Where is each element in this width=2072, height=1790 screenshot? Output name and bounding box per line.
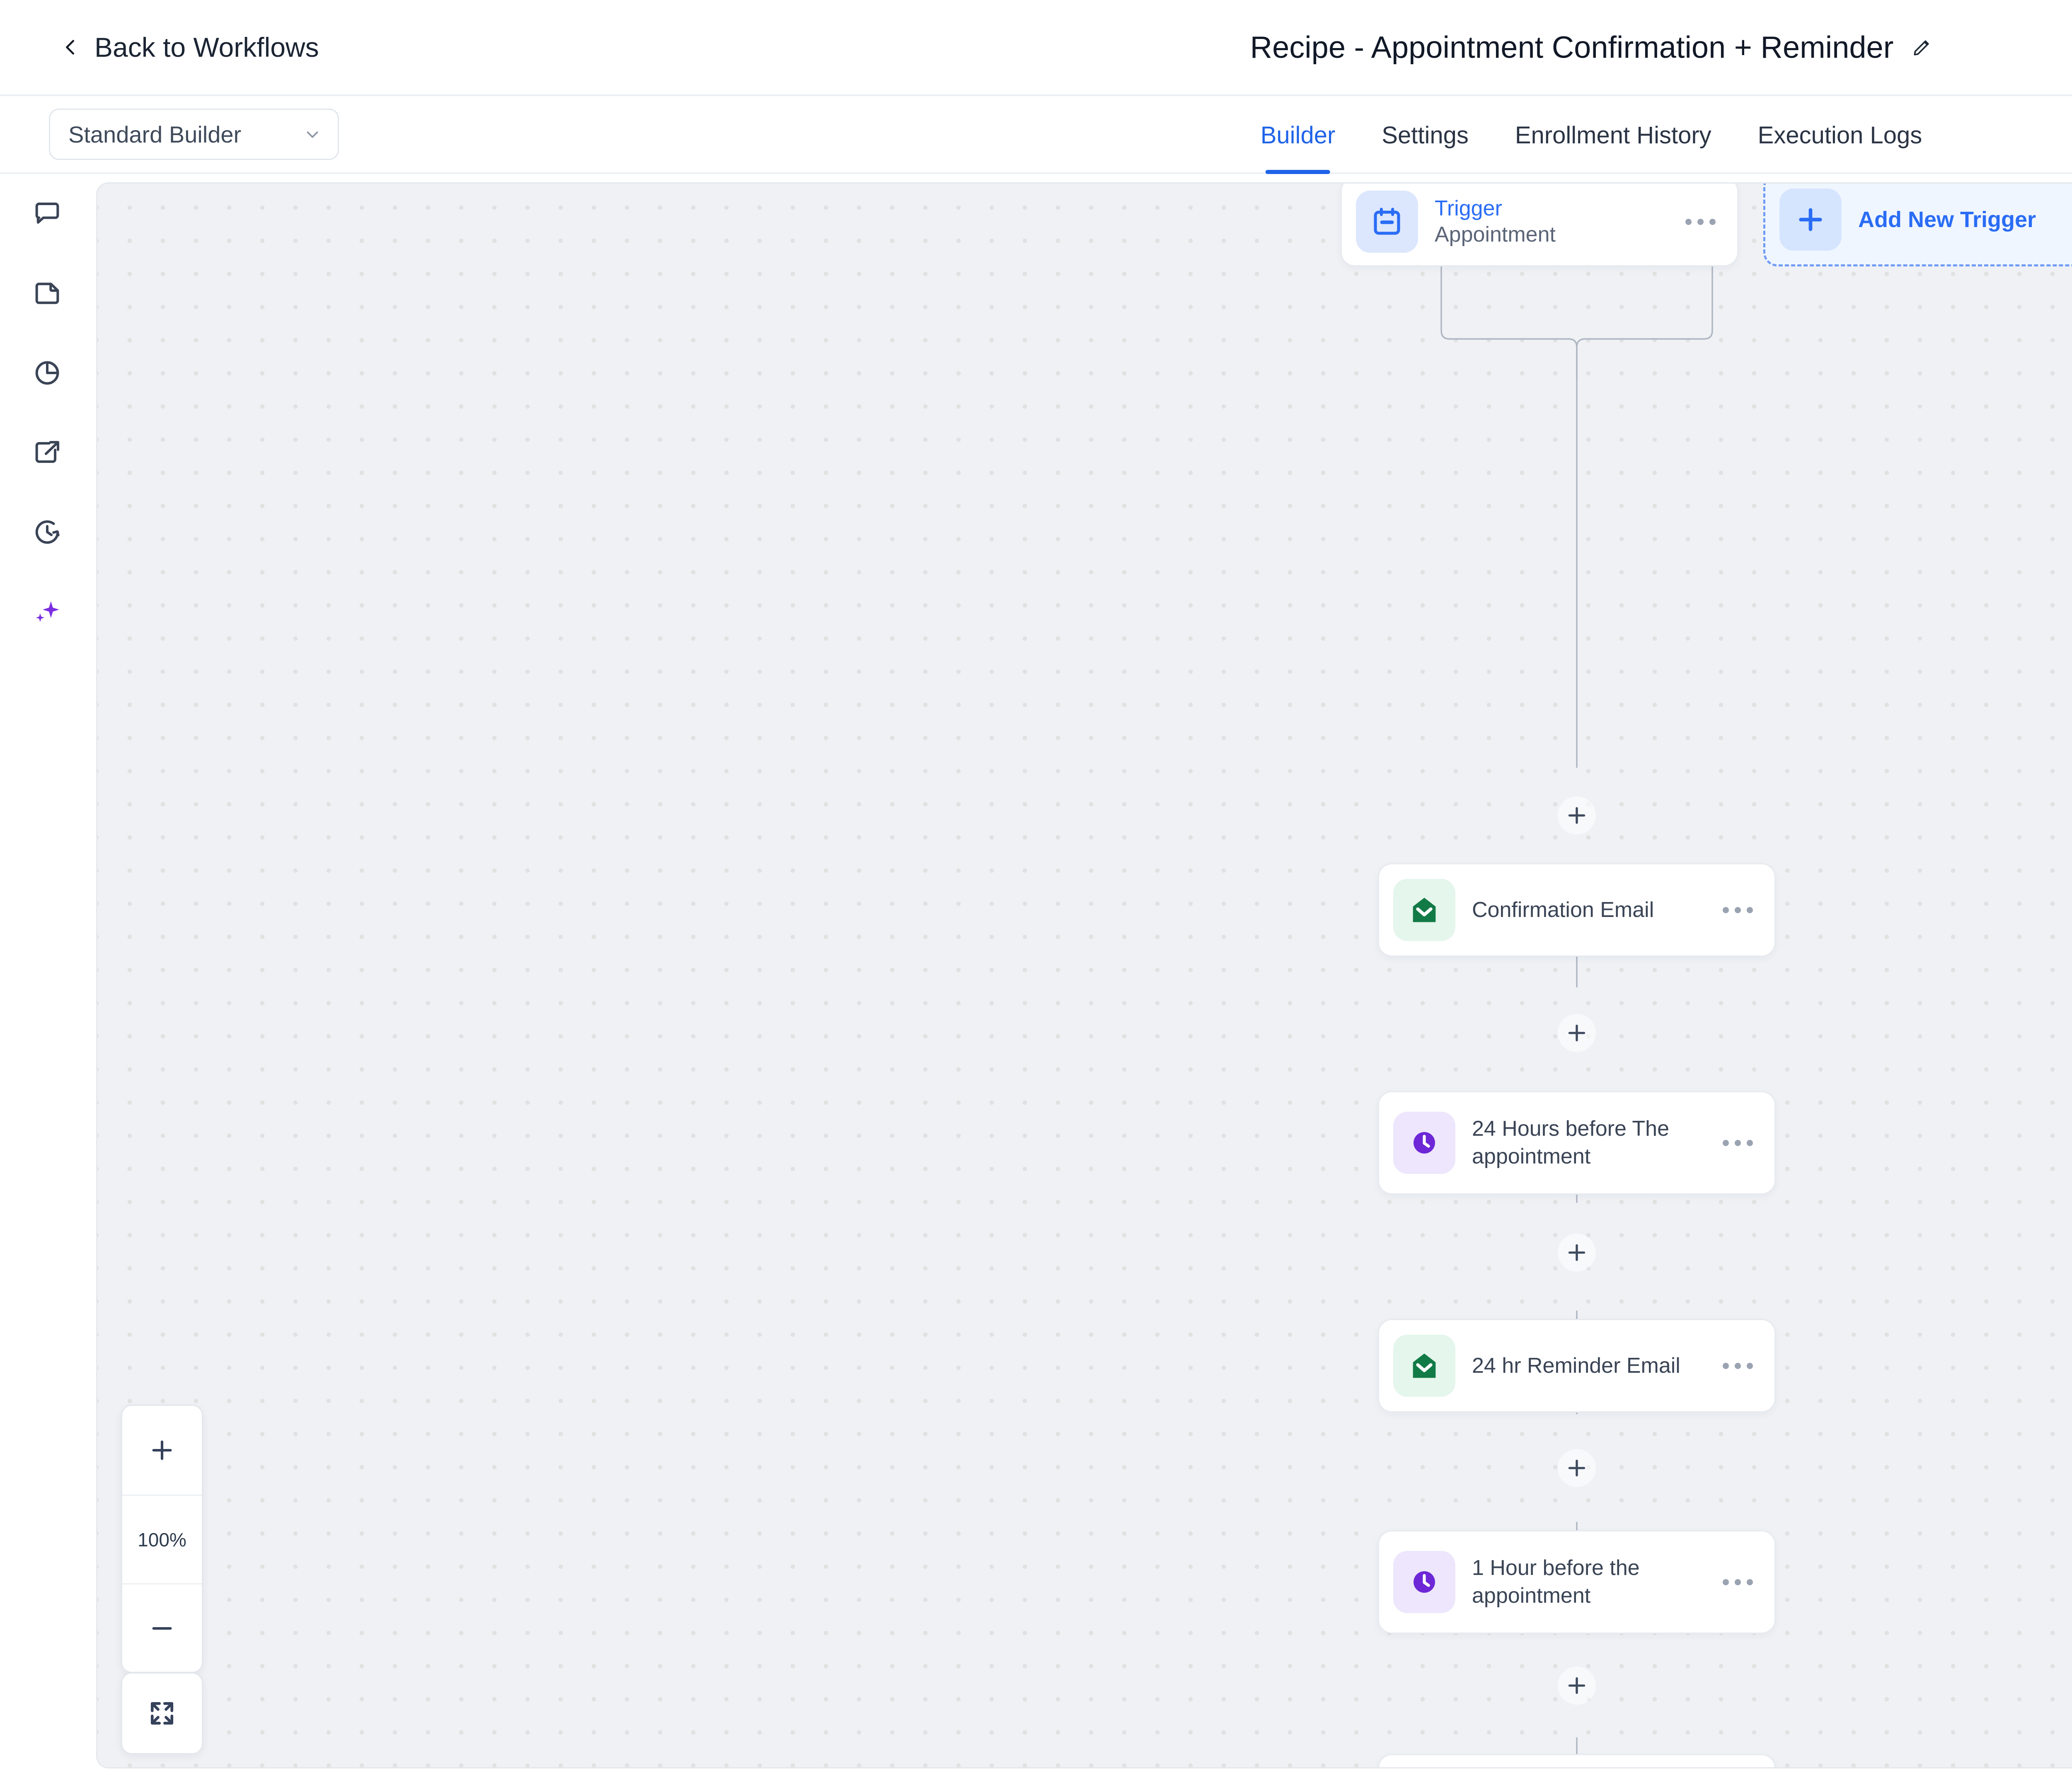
- minus-icon: [152, 1627, 172, 1630]
- back-to-workflows-label: Back to Workflows: [94, 32, 319, 63]
- workflow-canvas[interactable]: Trigger Appointment Add New Trigger: [96, 182, 2072, 1768]
- plus-icon: [1568, 1677, 1585, 1694]
- step-node-3-text: 1 Hour before the appointment: [1472, 1554, 1698, 1609]
- add-step-button-3[interactable]: [1558, 1449, 1596, 1487]
- clock-history-icon: [35, 520, 60, 544]
- pie-chart-icon: [35, 361, 59, 385]
- step-node-2-icon-wrap: [1393, 1335, 1455, 1397]
- step-node-0-icon-wrap: [1393, 879, 1455, 941]
- plus-icon: [1568, 1459, 1585, 1477]
- page-title: Recipe - Appointment Confirmation + Remi…: [1250, 30, 1894, 65]
- workflow-title-group: Recipe - Appointment Confirmation + Remi…: [1250, 30, 1933, 65]
- sidebar-item-comments[interactable]: [0, 174, 94, 254]
- zoom-in-button[interactable]: [122, 1406, 202, 1495]
- fit-to-screen-icon: [150, 1702, 174, 1725]
- clock-icon: [1414, 1571, 1435, 1593]
- trigger-node-text: Trigger Appointment: [1435, 196, 1661, 248]
- tab-settings[interactable]: Settings: [1382, 121, 1469, 149]
- zoom-controls: 100%: [121, 1405, 203, 1673]
- plus-icon: [152, 1440, 172, 1460]
- step-node-0[interactable]: Confirmation Email: [1378, 863, 1776, 957]
- add-trigger-icon-wrap: [1779, 189, 1842, 251]
- ellipsis-icon: [1722, 1362, 1729, 1369]
- step-node-2-menu-button[interactable]: [1715, 1353, 1760, 1378]
- chevron-down-icon: [307, 131, 318, 138]
- step-node-1[interactable]: 24 Hours before The appointment: [1378, 1091, 1776, 1195]
- step-node-3-icon-wrap: [1393, 1551, 1455, 1613]
- plus-icon: [1799, 208, 1822, 231]
- external-link-icon: [35, 441, 59, 463]
- ellipsis-icon: [1722, 907, 1729, 913]
- step-node-2[interactable]: 24 hr Reminder Email: [1378, 1319, 1776, 1413]
- builder-mode-value: Standard Builder: [68, 121, 242, 148]
- add-new-trigger-label: Add New Trigger: [1858, 207, 2036, 232]
- workflow-edges: [1440, 266, 1713, 1767]
- tab-enrollment-history[interactable]: Enrollment History: [1515, 121, 1711, 149]
- back-to-workflows-button[interactable]: Back to Workflows: [61, 31, 319, 63]
- sidebar-item-analytics[interactable]: [0, 333, 94, 413]
- zoom-out-button[interactable]: [122, 1583, 202, 1672]
- envelope-icon: [1413, 897, 1436, 922]
- sparkles-ai-icon: [36, 601, 59, 622]
- step-node-1-text: 24 Hours before The appointment: [1472, 1115, 1698, 1170]
- step-node-1-label: 24 Hours before The appointment: [1472, 1117, 1669, 1168]
- step-node-2-label: 24 hr Reminder Email: [1472, 1353, 1680, 1378]
- chevron-left-icon: [66, 40, 75, 55]
- step-node-2-text: 24 hr Reminder Email: [1472, 1352, 1698, 1380]
- add-step-button-2[interactable]: [1558, 1234, 1596, 1272]
- step-node-0-label: Confirmation Email: [1472, 897, 1654, 922]
- plus-icon: [1568, 1024, 1585, 1042]
- step-node-3-menu-button[interactable]: [1715, 1570, 1760, 1594]
- trigger-node-menu-button[interactable]: [1677, 209, 1723, 234]
- left-icon-rail: [0, 174, 94, 1790]
- add-step-button-0[interactable]: [1558, 796, 1596, 835]
- trigger-node-subtitle: Appointment: [1435, 223, 1556, 247]
- clock-icon: [1414, 1132, 1435, 1154]
- builder-mode-select[interactable]: Standard Builder: [49, 109, 339, 160]
- plus-icon: [1568, 1244, 1585, 1261]
- step-node-1-icon-wrap: [1393, 1112, 1455, 1174]
- step-node-0-menu-button[interactable]: [1715, 897, 1760, 922]
- file-document-icon: [35, 283, 59, 304]
- step-node-4[interactable]: 1hr Reminder Email: [1378, 1754, 1776, 1767]
- chat-bubble-icon: [35, 202, 59, 224]
- zoom-level-label: 100%: [122, 1495, 202, 1583]
- ellipsis-icon: [1722, 1139, 1729, 1146]
- app-header: Back to Workflows Recipe - Appointment C…: [0, 0, 2072, 96]
- trigger-node-icon-wrap: [1356, 191, 1418, 253]
- fit-to-screen-button[interactable]: [121, 1672, 203, 1754]
- tab-list: Builder Settings Enrollment History Exec…: [1237, 96, 1946, 174]
- step-node-1-menu-button[interactable]: [1715, 1130, 1760, 1155]
- trigger-node-title: Trigger: [1435, 196, 1502, 220]
- step-node-3[interactable]: 1 Hour before the appointment: [1378, 1530, 1776, 1634]
- workflow-tabbar: Standard Builder Builder Settings Enroll…: [0, 96, 2072, 174]
- ellipsis-icon: [1685, 218, 1692, 225]
- pencil-icon[interactable]: [1911, 36, 1932, 58]
- sidebar-item-ai[interactable]: [0, 572, 94, 651]
- step-node-3-label: 1 Hour before the appointment: [1472, 1556, 1640, 1608]
- sidebar-item-open-external[interactable]: [0, 413, 94, 492]
- sidebar-item-history[interactable]: [0, 492, 94, 572]
- step-node-0-text: Confirmation Email: [1472, 896, 1698, 924]
- envelope-icon: [1413, 1353, 1436, 1378]
- ellipsis-icon: [1722, 1579, 1729, 1585]
- add-step-button-4[interactable]: [1558, 1667, 1596, 1705]
- add-step-button-1[interactable]: [1558, 1014, 1596, 1052]
- trigger-node[interactable]: Trigger Appointment: [1341, 184, 1738, 266]
- plus-icon: [1568, 807, 1585, 824]
- calendar-icon: [1374, 208, 1400, 235]
- sidebar-item-notes[interactable]: [0, 254, 94, 333]
- add-new-trigger-button[interactable]: Add New Trigger: [1763, 184, 2072, 266]
- tab-execution-logs[interactable]: Execution Logs: [1757, 121, 1922, 149]
- tab-builder[interactable]: Builder: [1237, 96, 1359, 174]
